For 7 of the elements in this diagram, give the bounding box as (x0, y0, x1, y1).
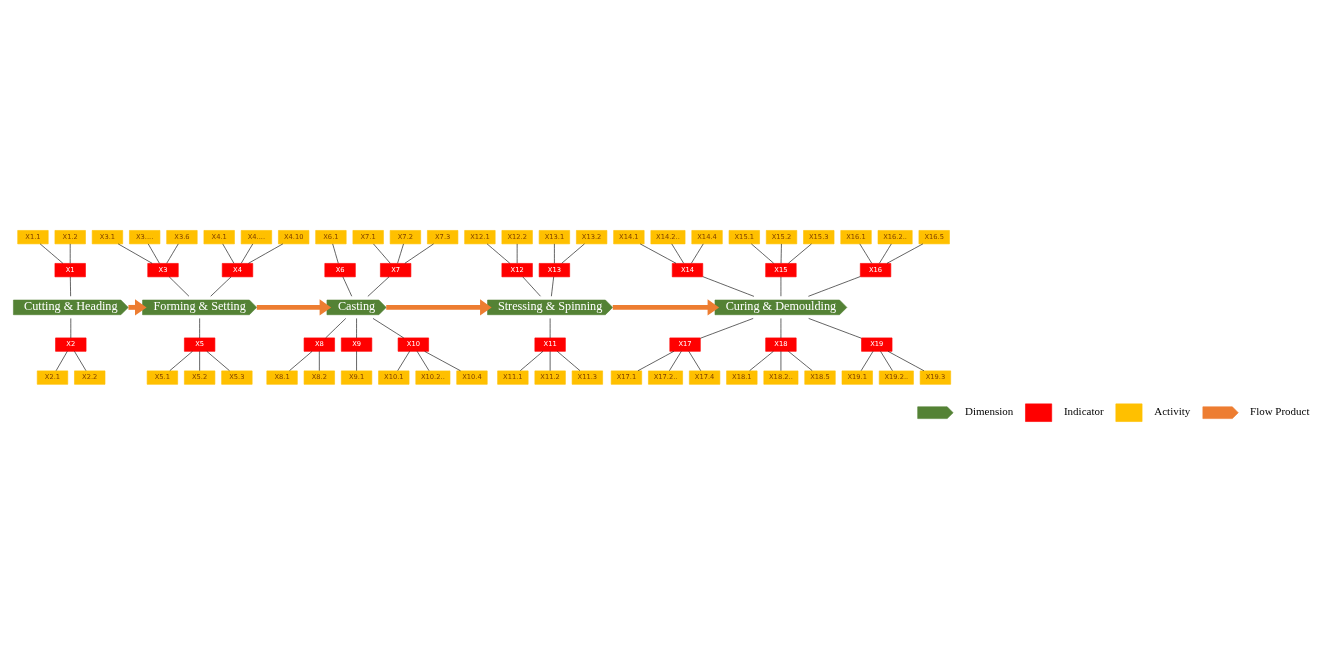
arrow (612, 298, 720, 315)
arrow (256, 298, 332, 315)
arrow (386, 298, 492, 315)
legend-label: Indicator (1063, 404, 1104, 417)
legend-label: Activity (1154, 404, 1191, 417)
legend-label: Flow Product (1250, 404, 1310, 417)
legend-label: Dimension (965, 404, 1014, 417)
